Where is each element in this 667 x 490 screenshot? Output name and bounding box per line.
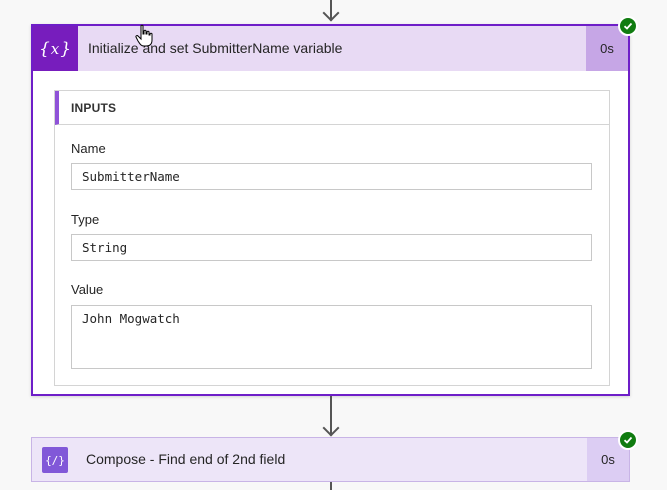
success-check-icon (618, 16, 638, 36)
field-value-type[interactable]: String (71, 234, 592, 261)
action-card-header[interactable]: {x} Initialize and set SubmitterName var… (33, 26, 628, 71)
inputs-heading: INPUTS (55, 91, 609, 125)
field-value-value[interactable]: John Mogwatch (71, 305, 592, 369)
field-label-value: Value (71, 282, 104, 297)
action-title: Compose - Find end of 2nd field (86, 451, 286, 467)
field-label-type: Type (71, 212, 100, 227)
down-arrow-icon (322, 419, 340, 437)
variable-icon: {x} (33, 26, 78, 71)
inputs-panel: INPUTS Name SubmitterName Type String Va… (54, 90, 610, 386)
inputs-heading-label: INPUTS (71, 101, 117, 115)
success-check-icon (618, 430, 638, 450)
action-card-compose[interactable]: {∕} Compose - Find end of 2nd field 0s (31, 437, 630, 482)
down-arrow-icon (322, 4, 340, 22)
connector-bottom (330, 482, 332, 490)
action-card-initialize-variable[interactable]: {x} Initialize and set SubmitterName var… (31, 24, 630, 396)
compose-icon: {∕} (42, 447, 68, 473)
action-duration: 0s (587, 438, 629, 481)
hand-cursor-icon (135, 24, 153, 47)
field-label-name: Name (71, 141, 106, 156)
field-value-name[interactable]: SubmitterName (71, 163, 592, 190)
action-title: Initialize and set SubmitterName variabl… (88, 40, 343, 56)
